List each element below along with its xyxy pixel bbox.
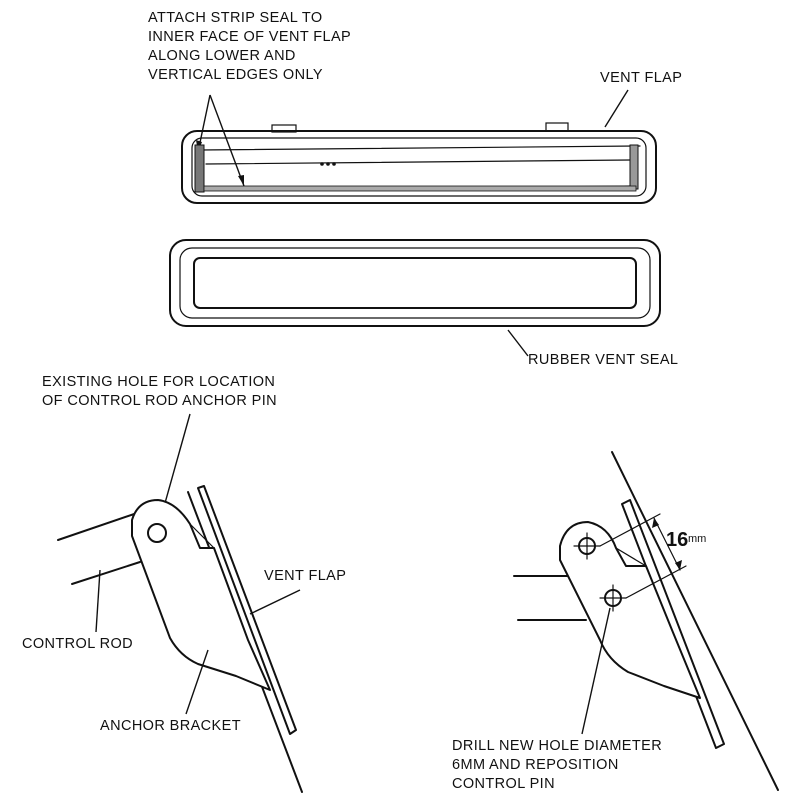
bracket-fold: [189, 523, 215, 549]
flap-mark: [332, 162, 336, 166]
vent-flap-tab: [545, 122, 569, 132]
vent-flap-shading: [205, 159, 631, 165]
flap-mark: [326, 162, 330, 166]
control-rod-label: CONTROL ROD: [22, 636, 133, 652]
vent-flap-outer: [181, 130, 657, 204]
vent-flap-inner-rim: [191, 137, 647, 197]
vent-flap-top-label: VENT FLAP: [600, 70, 682, 86]
right-bracket-fold: [615, 547, 647, 567]
existing-hole-note-line-1: EXISTING HOLE FOR LOCATION: [42, 374, 275, 390]
dimension-arrow-icon: [652, 518, 659, 528]
rubber-seal-outer: [169, 239, 661, 327]
anchor-bracket-leader: [185, 649, 209, 715]
existing-hole-note-line-2: OF CONTROL ROD ANCHOR PIN: [42, 393, 277, 409]
strip-seal-note-line-4: VERTICAL EDGES ONLY: [148, 67, 323, 83]
rubber-vent-seal-leader: [507, 329, 529, 357]
right-detail: [513, 451, 779, 791]
rubber-seal-mid: [179, 247, 651, 319]
drill-note-line-2: 6MM AND REPOSITION: [452, 757, 619, 773]
strip-seal-lower: [203, 185, 637, 192]
dimension-extension-lower: [625, 565, 687, 599]
rubber-vent-seal-part: [169, 239, 661, 327]
strip-seal-note-line-1: ATTACH STRIP SEAL TO: [148, 10, 323, 26]
rubber-vent-seal-label: RUBBER VENT SEAL: [528, 352, 678, 368]
strip-seal-note: ATTACH STRIP SEAL TO INNER FACE OF VENT …: [148, 10, 351, 83]
control-rod-leader: [95, 569, 101, 633]
left-detail: [57, 485, 303, 793]
vent-flap-top-leader: [604, 89, 629, 128]
dimension-arrow-icon: [675, 560, 682, 570]
control-rod-lower: [71, 561, 141, 585]
drill-note-leader: [581, 607, 611, 735]
vent-flap-part: [181, 122, 657, 204]
strip-seal-note-line-3: ALONG LOWER AND: [148, 48, 296, 64]
right-vent-flap-edge: [611, 451, 779, 791]
dimension-unit: mm: [688, 533, 706, 545]
dimension-line: [653, 517, 681, 571]
anchor-pin-hole: [147, 523, 167, 543]
strip-seal-vertical: [194, 144, 205, 193]
anchor-bracket-label: ANCHOR BRACKET: [100, 718, 241, 734]
vent-flap-left-label: VENT FLAP: [264, 568, 346, 584]
drill-note-line-1: DRILL NEW HOLE DIAMETER: [452, 738, 662, 754]
dimension-value: 16: [666, 529, 688, 551]
rubber-seal-opening: [193, 257, 637, 309]
drill-note-line-3: CONTROL PIN: [452, 776, 555, 792]
strip-seal-leader-lower: [209, 94, 245, 187]
arrow-head-icon: [238, 175, 244, 186]
control-rod-upper: [57, 511, 141, 541]
vent-flap-left-leader: [249, 589, 301, 615]
vent-flap-panel: [197, 485, 297, 735]
flap-mark: [320, 162, 324, 166]
strip-seal-vertical-right: [629, 144, 639, 190]
dimension-extension-upper: [599, 513, 661, 547]
vent-flap-upper-edge: [199, 145, 641, 151]
strip-seal-note-line-2: INNER FACE OF VENT FLAP: [148, 29, 351, 45]
vent-flap-tab: [271, 124, 297, 133]
